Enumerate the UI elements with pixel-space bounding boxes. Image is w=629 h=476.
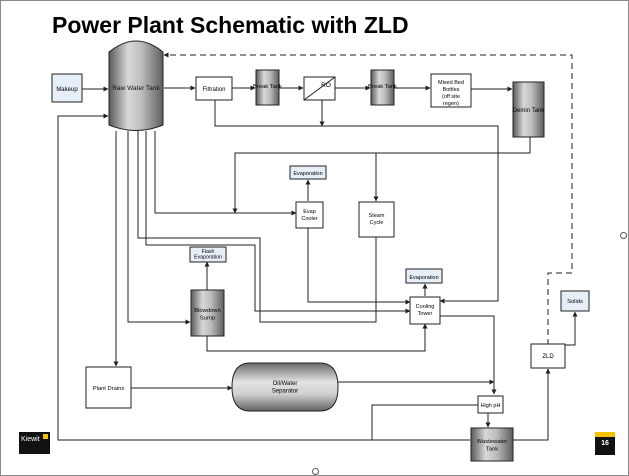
flow-zld-to-solids [553, 311, 578, 346]
flow-wastewater-recycle-to-raw-water [57, 113, 470, 441]
ro-unit: RO [303, 76, 336, 101]
slide-title: Power Plant Schematic with ZLD [52, 12, 409, 38]
filtration-box: Filtration [195, 76, 233, 101]
flow-zld-product-return-dashed [163, 52, 573, 345]
demin-tank: Demin Tank [512, 81, 546, 138]
raw-water-tank: Raw Water Tank [108, 40, 164, 131]
flow-blowdown-to-cooling-tower [206, 323, 428, 352]
solids-box: Solids [560, 290, 590, 312]
flow-filtration-reject-to-cooling-tower [214, 100, 499, 304]
evaporation-top-label: Evaporation [293, 171, 322, 177]
filtration-label: Filtration [202, 87, 225, 93]
high-ph-box: High pH [477, 395, 504, 414]
makeup-box: Makeup [51, 73, 83, 103]
page-number-badge: 16 [595, 432, 615, 455]
break-tank-2-label: Break Tank [368, 84, 397, 90]
flow-high-ph-bypass [371, 404, 478, 440]
flow-raw-to-evap-cooler [154, 131, 297, 216]
evaporation-right-box: Evaporation [405, 268, 443, 284]
flow-lines [57, 52, 578, 441]
plant-drains-label: Plant Drains [93, 386, 125, 392]
flow-wastewater-to-zld [513, 368, 551, 441]
resize-handle-right[interactable] [620, 232, 627, 239]
break-tank-1: Break Tank [253, 69, 282, 106]
resize-handle-bottom[interactable] [312, 468, 319, 475]
flow-steam-cycle-to-blowdown [137, 131, 377, 323]
flow-evap-cooler-to-cooling-tower [307, 228, 411, 305]
makeup-label: Makeup [56, 87, 78, 93]
evaporation-right-label: Evaporation [409, 275, 438, 281]
kiewit-logo: Kiewit [19, 432, 50, 454]
flow-raw-to-cooling-tower [145, 131, 411, 314]
high-ph-label: High pH [481, 403, 501, 409]
ro-label: RO [321, 82, 331, 89]
raw-water-tank-label: Raw Water Tank [112, 85, 160, 92]
evaporation-top-box: Evaporation [289, 165, 327, 180]
break-tank-1-label: Break Tank [253, 84, 282, 90]
flow-raw-to-blowdown-sump [127, 131, 191, 325]
zld-box: ZLD [530, 343, 566, 369]
flow-cooling-tower-blowdown-to-wastewater [440, 315, 497, 395]
zld-label: ZLD [542, 354, 554, 360]
demin-tank-label: Demin Tank [513, 108, 546, 114]
solids-label: Solids [567, 299, 583, 305]
break-tank-2: Break Tank [368, 69, 397, 106]
plant-drains-box: Plant Drains [85, 366, 132, 409]
flow-demin-to-evap-cooler [232, 137, 531, 214]
